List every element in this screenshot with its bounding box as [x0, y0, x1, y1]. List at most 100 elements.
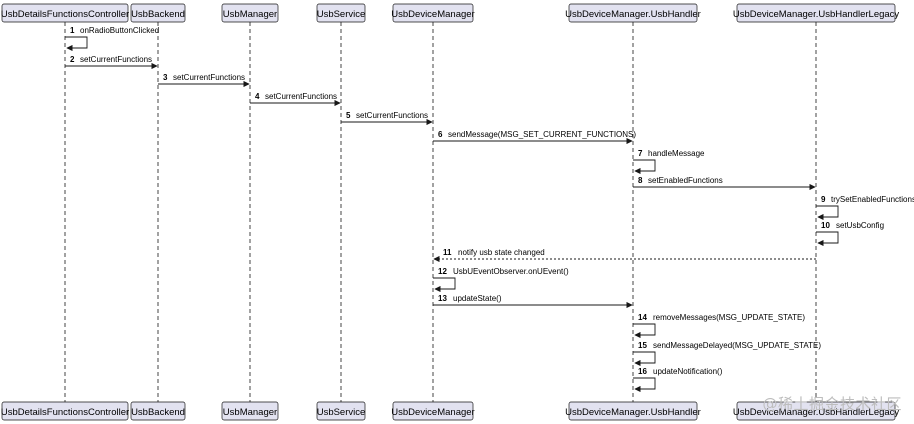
lifelines [64, 22, 817, 402]
participant-box-rect [392, 401, 474, 421]
participant-box-top: UsbDeviceManager.UsbHandlerLegacy [733, 3, 900, 23]
self-message-arrow [633, 351, 656, 367]
message-label: setCurrentFunctions [173, 73, 245, 82]
message-number: 12 [438, 267, 447, 276]
message-12: 12 UsbUEventObserver.onUEvent() [433, 267, 569, 293]
self-message-arrow [633, 377, 656, 393]
message-number: 3 [163, 73, 168, 82]
participant-box-rect [221, 3, 279, 23]
message-number: 9 [821, 195, 826, 204]
participant-label: UsbBackend [131, 407, 185, 418]
participant-label: UsbService [317, 407, 366, 418]
message-2: 2 setCurrentFunctions [65, 55, 158, 70]
participant-label: UsbDetailsFunctionsController [1, 407, 129, 418]
message-5: 5 setCurrentFunctions [341, 111, 433, 126]
participant-box-top: UsbDetailsFunctionsController [1, 3, 129, 23]
message-14: 14 removeMessages(MSG_UPDATE_STATE) [633, 313, 805, 339]
self-message-arrow [633, 323, 656, 339]
participant-box-top: UsbDeviceManager [391, 3, 475, 23]
message-number: 14 [638, 313, 647, 322]
message-number: 8 [638, 176, 643, 185]
self-message-arrow [633, 159, 656, 175]
participant-label: UsbDeviceManager.UsbHandler [565, 9, 701, 20]
message-label: UsbUEventObserver.onUEvent() [453, 267, 569, 276]
message-label: sendMessageDelayed(MSG_UPDATE_STATE) [653, 341, 821, 350]
participant-box-rect [392, 3, 474, 23]
message-4: 4 setCurrentFunctions [250, 92, 341, 107]
participant-box-top: UsbBackend [130, 3, 186, 23]
message-13: 13 updateState() [433, 294, 633, 309]
participant-box-bottom: UsbDeviceManager.UsbHandler [565, 401, 701, 421]
message-number: 5 [346, 111, 351, 120]
participant-box-rect [221, 401, 279, 421]
message-label: handleMessage [648, 149, 705, 158]
participant-box-rect [316, 3, 366, 23]
participant-box-bottom: UsbManager [221, 401, 279, 421]
message-number: 11 [443, 248, 452, 257]
participant-label: UsbDeviceManager.UsbHandlerLegacy [733, 9, 900, 20]
message-number: 7 [638, 149, 643, 158]
participant-box-rect [1, 3, 129, 23]
participant-label: UsbManager [223, 9, 277, 20]
participant-box-rect [568, 401, 698, 421]
participant-label: UsbBackend [131, 9, 185, 20]
participant-label: UsbDeviceManager [391, 407, 474, 418]
message-10: 10 setUsbConfig [816, 221, 884, 247]
self-message-arrow [65, 36, 88, 52]
message-label: onRadioButtonClicked [80, 26, 159, 35]
participant-box-rect [736, 401, 896, 421]
message-label: setCurrentFunctions [80, 55, 152, 64]
message-6: 6 sendMessage(MSG_SET_CURRENT_FUNCTIONS) [433, 130, 636, 145]
participant-label: UsbService [317, 9, 366, 20]
participant-box-rect [1, 401, 129, 421]
participant-box-rect [736, 3, 896, 23]
participant-box-top: UsbDeviceManager.UsbHandler [565, 3, 701, 23]
message-number: 6 [438, 130, 443, 139]
participant-box-bottom: UsbDeviceManager.UsbHandlerLegacy [733, 401, 900, 421]
participant-label: UsbManager [223, 407, 277, 418]
message-number: 2 [70, 55, 75, 64]
message-label: updateNotification() [653, 367, 723, 376]
participant-box-top: UsbService [316, 3, 366, 23]
participant-box-rect [316, 401, 366, 421]
participant-label: UsbDeviceManager.UsbHandlerLegacy [733, 407, 900, 418]
message-label: setCurrentFunctions [356, 111, 428, 120]
message-label: trySetEnabledFunctions [831, 195, 914, 204]
message-number: 16 [638, 367, 647, 376]
participant-box-rect [130, 3, 186, 23]
message-number: 10 [821, 221, 830, 230]
participant-label: UsbDeviceManager.UsbHandler [565, 407, 701, 418]
participant-box-rect [130, 401, 186, 421]
message-number: 13 [438, 294, 447, 303]
message-number: 4 [255, 92, 260, 101]
message-7: 7 handleMessage [633, 149, 705, 175]
participant-label: UsbDeviceManager [391, 9, 474, 20]
participant-box-bottom: UsbDetailsFunctionsController [1, 401, 129, 421]
participant-box-bottom: UsbBackend [130, 401, 186, 421]
participant-box-rect [568, 3, 698, 23]
message-16: 16 updateNotification() [633, 367, 723, 393]
message-3: 3 setCurrentFunctions [158, 73, 250, 88]
participant-label: UsbDetailsFunctionsController [1, 9, 129, 20]
message-9: 9 trySetEnabledFunctions [816, 195, 914, 221]
self-message-arrow [816, 231, 839, 247]
message-15: 15 sendMessageDelayed(MSG_UPDATE_STATE) [633, 341, 821, 367]
self-message-arrow [816, 205, 839, 221]
watermark-text: @稀土掘金技术社区 [762, 395, 902, 413]
participant-box-bottom: UsbDeviceManager [391, 401, 475, 421]
participant-box-top: UsbManager [221, 3, 279, 23]
message-label: updateState() [453, 294, 502, 303]
participant-box-bottom: UsbService [316, 401, 366, 421]
message-label: sendMessage(MSG_SET_CURRENT_FUNCTIONS) [448, 130, 636, 139]
message-number: 15 [638, 341, 647, 350]
message-label: setUsbConfig [836, 221, 884, 230]
message-label: setCurrentFunctions [265, 92, 337, 101]
message-label: removeMessages(MSG_UPDATE_STATE) [653, 313, 805, 322]
